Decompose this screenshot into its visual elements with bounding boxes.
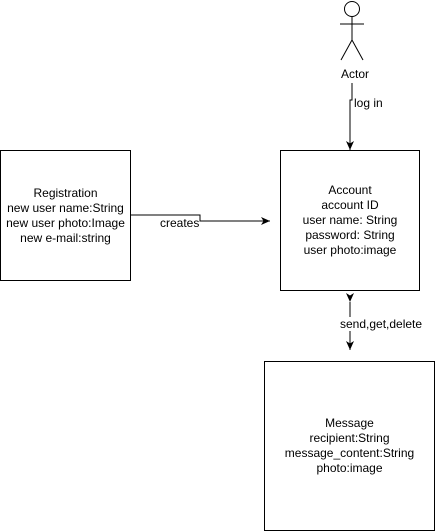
account-attribute: password: String [305, 228, 395, 242]
actor-head [344, 1, 360, 17]
creates-edge [131, 214, 270, 225]
message-title: Message [325, 416, 374, 430]
login-edge [346, 83, 354, 150]
login-edge-label: log in [354, 96, 383, 110]
message-class-box: Message recipient:String message_content… [264, 361, 435, 531]
actor-label: Actor [341, 67, 370, 81]
message-attribute: message_content:String [284, 446, 415, 460]
actor-left-leg [340, 39, 353, 61]
message-attribute: recipient:String [309, 431, 390, 445]
account-attribute: user photo:image [303, 243, 397, 257]
account-class-box: Account account ID user name: String pas… [280, 150, 420, 291]
registration-attribute: new e-mail:string [20, 230, 111, 245]
registration-attribute: new user photo:Image [6, 215, 125, 230]
message-attribute: photo:image [316, 461, 383, 475]
registration-class-box: Registration new user name:String new us… [0, 150, 131, 281]
actor-figure [340, 1, 364, 61]
creates-edge-label: creates [160, 216, 200, 230]
account-attribute: account ID [321, 198, 379, 212]
account-title: Account [328, 183, 372, 197]
actor-right-leg [351, 39, 364, 61]
registration-attribute: new user name:String [7, 200, 124, 215]
registration-title: Registration [33, 185, 98, 200]
send-get-delete-edge-label: send,get,delete [340, 317, 423, 331]
account-attribute: user name: String [302, 213, 398, 227]
